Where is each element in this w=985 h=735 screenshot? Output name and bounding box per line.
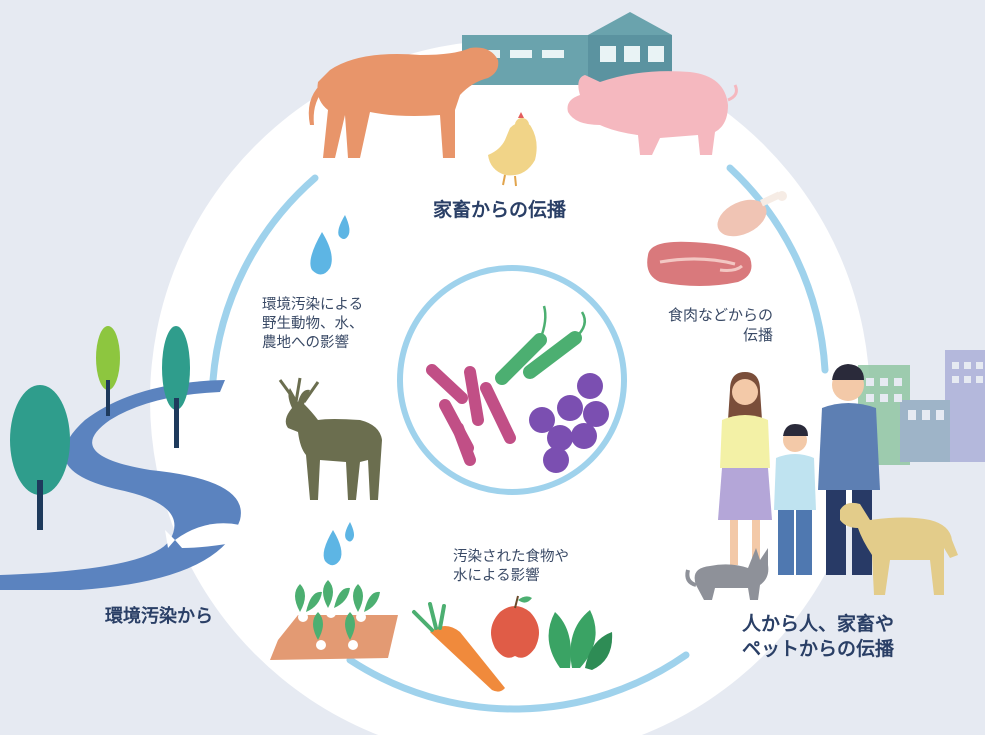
spinach-icon	[548, 610, 613, 670]
chicken-leg-icon	[717, 191, 787, 237]
vegetable-field-icon	[270, 580, 398, 660]
pig-icon	[567, 71, 738, 155]
people-label: 人から人、家畜や ペットからの伝播	[742, 613, 895, 660]
carrot-icon	[412, 602, 505, 692]
dog-icon	[840, 502, 958, 595]
environment-label: 環境汚染から	[105, 606, 213, 627]
livestock-label: 家畜からの伝播	[433, 199, 567, 221]
food-water-label: 汚染された食物や 水による影響	[453, 549, 569, 584]
chicken-icon	[488, 112, 537, 187]
environment-effect-label: 環境汚染による 野生動物、水、 農地への影響	[262, 297, 364, 351]
bacteria-icon	[397, 265, 627, 495]
cow-icon	[308, 47, 499, 158]
tree-icon	[10, 326, 190, 530]
cycle-ring	[209, 164, 829, 713]
fish-icon	[165, 523, 255, 548]
water-drop-icon	[310, 215, 354, 566]
apple-icon	[491, 595, 539, 658]
steak-icon	[647, 241, 752, 286]
woman-icon	[718, 372, 772, 565]
boy-icon	[774, 424, 816, 575]
cat-icon	[685, 548, 769, 600]
deer-icon	[278, 377, 382, 500]
meat-label: 食肉などからの 伝播	[667, 306, 773, 344]
